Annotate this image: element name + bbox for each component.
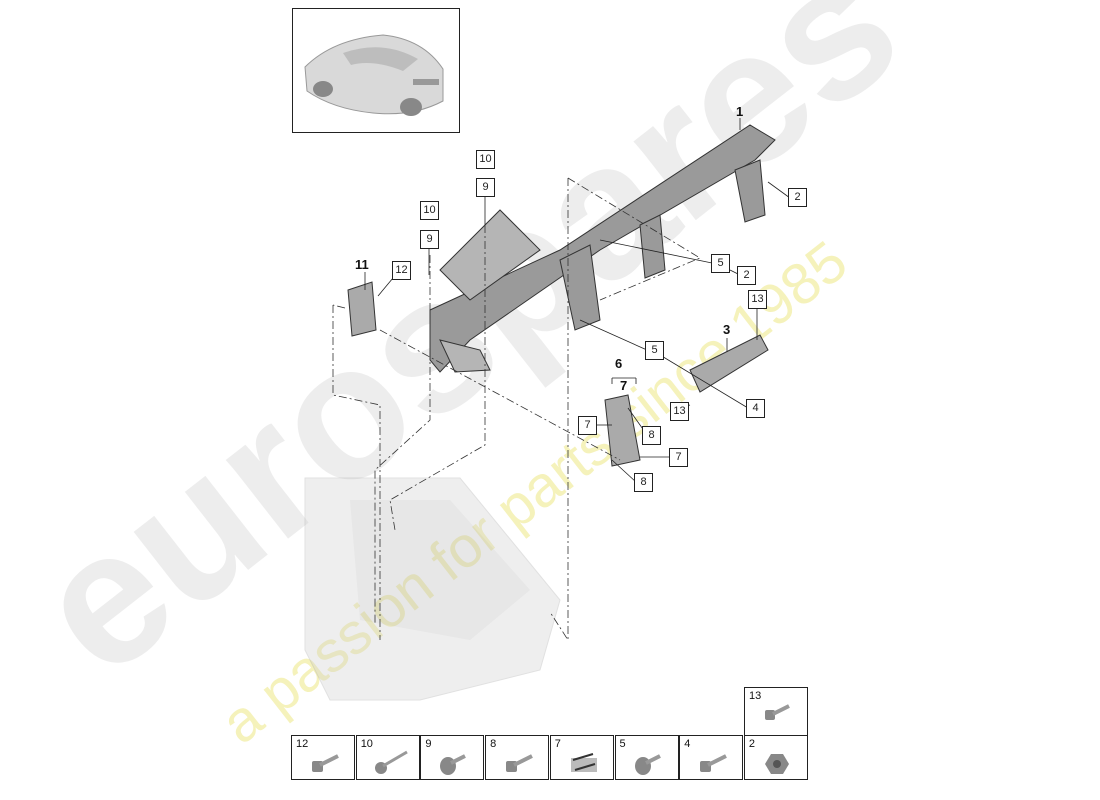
callout-8: 8: [642, 426, 661, 445]
fastener-cell-12: 12: [291, 735, 355, 780]
fastener-number: 13: [749, 690, 762, 702]
callout-11: 11: [355, 257, 369, 272]
callout-9: 9: [420, 230, 439, 249]
dashboard-ghost: [304, 477, 561, 701]
callout-7: 7: [578, 416, 597, 435]
fastener-number: 5: [619, 738, 626, 750]
fastener-cell-2: 2: [743, 735, 808, 780]
callout-3: 3: [723, 322, 731, 337]
callout-10: 10: [476, 150, 495, 169]
bracket-6: [604, 394, 641, 467]
crossmember-beam: [429, 124, 776, 373]
bolt-icon: [700, 754, 728, 772]
bracket-11: [347, 281, 377, 337]
callout-6: 6: [615, 356, 623, 371]
expanding-rivet-icon: [440, 754, 467, 775]
vehicle-thumbnail: [292, 8, 460, 133]
fastener-cell-4: 4: [679, 735, 744, 780]
car-rear-view-icon: [304, 34, 444, 116]
callout-13: 13: [670, 402, 689, 421]
fastener-cell-7: 7: [549, 735, 614, 780]
callout-4: 4: [746, 399, 765, 418]
expanding-rivet-icon: [634, 754, 661, 775]
callout-1: 1: [736, 104, 744, 119]
fastener-number: 4: [684, 738, 691, 750]
bolt-icon: [765, 704, 790, 720]
brace-3: [689, 334, 769, 393]
callout-7: 7: [669, 448, 688, 467]
fastener-number: 7: [554, 738, 561, 750]
callout-2: 2: [788, 188, 807, 207]
callout-2: 2: [737, 266, 756, 285]
fastener-cell-5: 5: [614, 735, 679, 780]
fastener-cell-10: 10: [355, 735, 420, 780]
fastener-cell-13: 13: [744, 687, 808, 736]
fastener-number: 8: [490, 738, 497, 750]
fastener-cell-9: 9: [420, 735, 485, 780]
fastener-number: 12: [296, 738, 309, 750]
callout-5: 5: [645, 341, 664, 360]
clip-nut-icon: [570, 753, 597, 772]
fastener-number: 9: [425, 738, 432, 750]
callout-8: 8: [634, 473, 653, 492]
callout-12: 12: [392, 261, 411, 280]
callout-7-group: 7: [620, 378, 628, 393]
callout-9: 9: [476, 178, 495, 197]
fastener-cell-8: 8: [485, 735, 550, 780]
long-bolt-icon: [374, 750, 408, 774]
fastener-number: 10: [360, 738, 373, 750]
callout-5: 5: [711, 254, 730, 273]
callout-13: 13: [748, 290, 767, 309]
fastener-number: 2: [748, 738, 756, 750]
phantom-lines: [332, 177, 701, 642]
bolt-washer-icon: [506, 754, 533, 772]
callout-10: 10: [420, 201, 439, 220]
flange-bolt-icon: [312, 754, 339, 772]
hex-nut-icon: [764, 754, 789, 774]
